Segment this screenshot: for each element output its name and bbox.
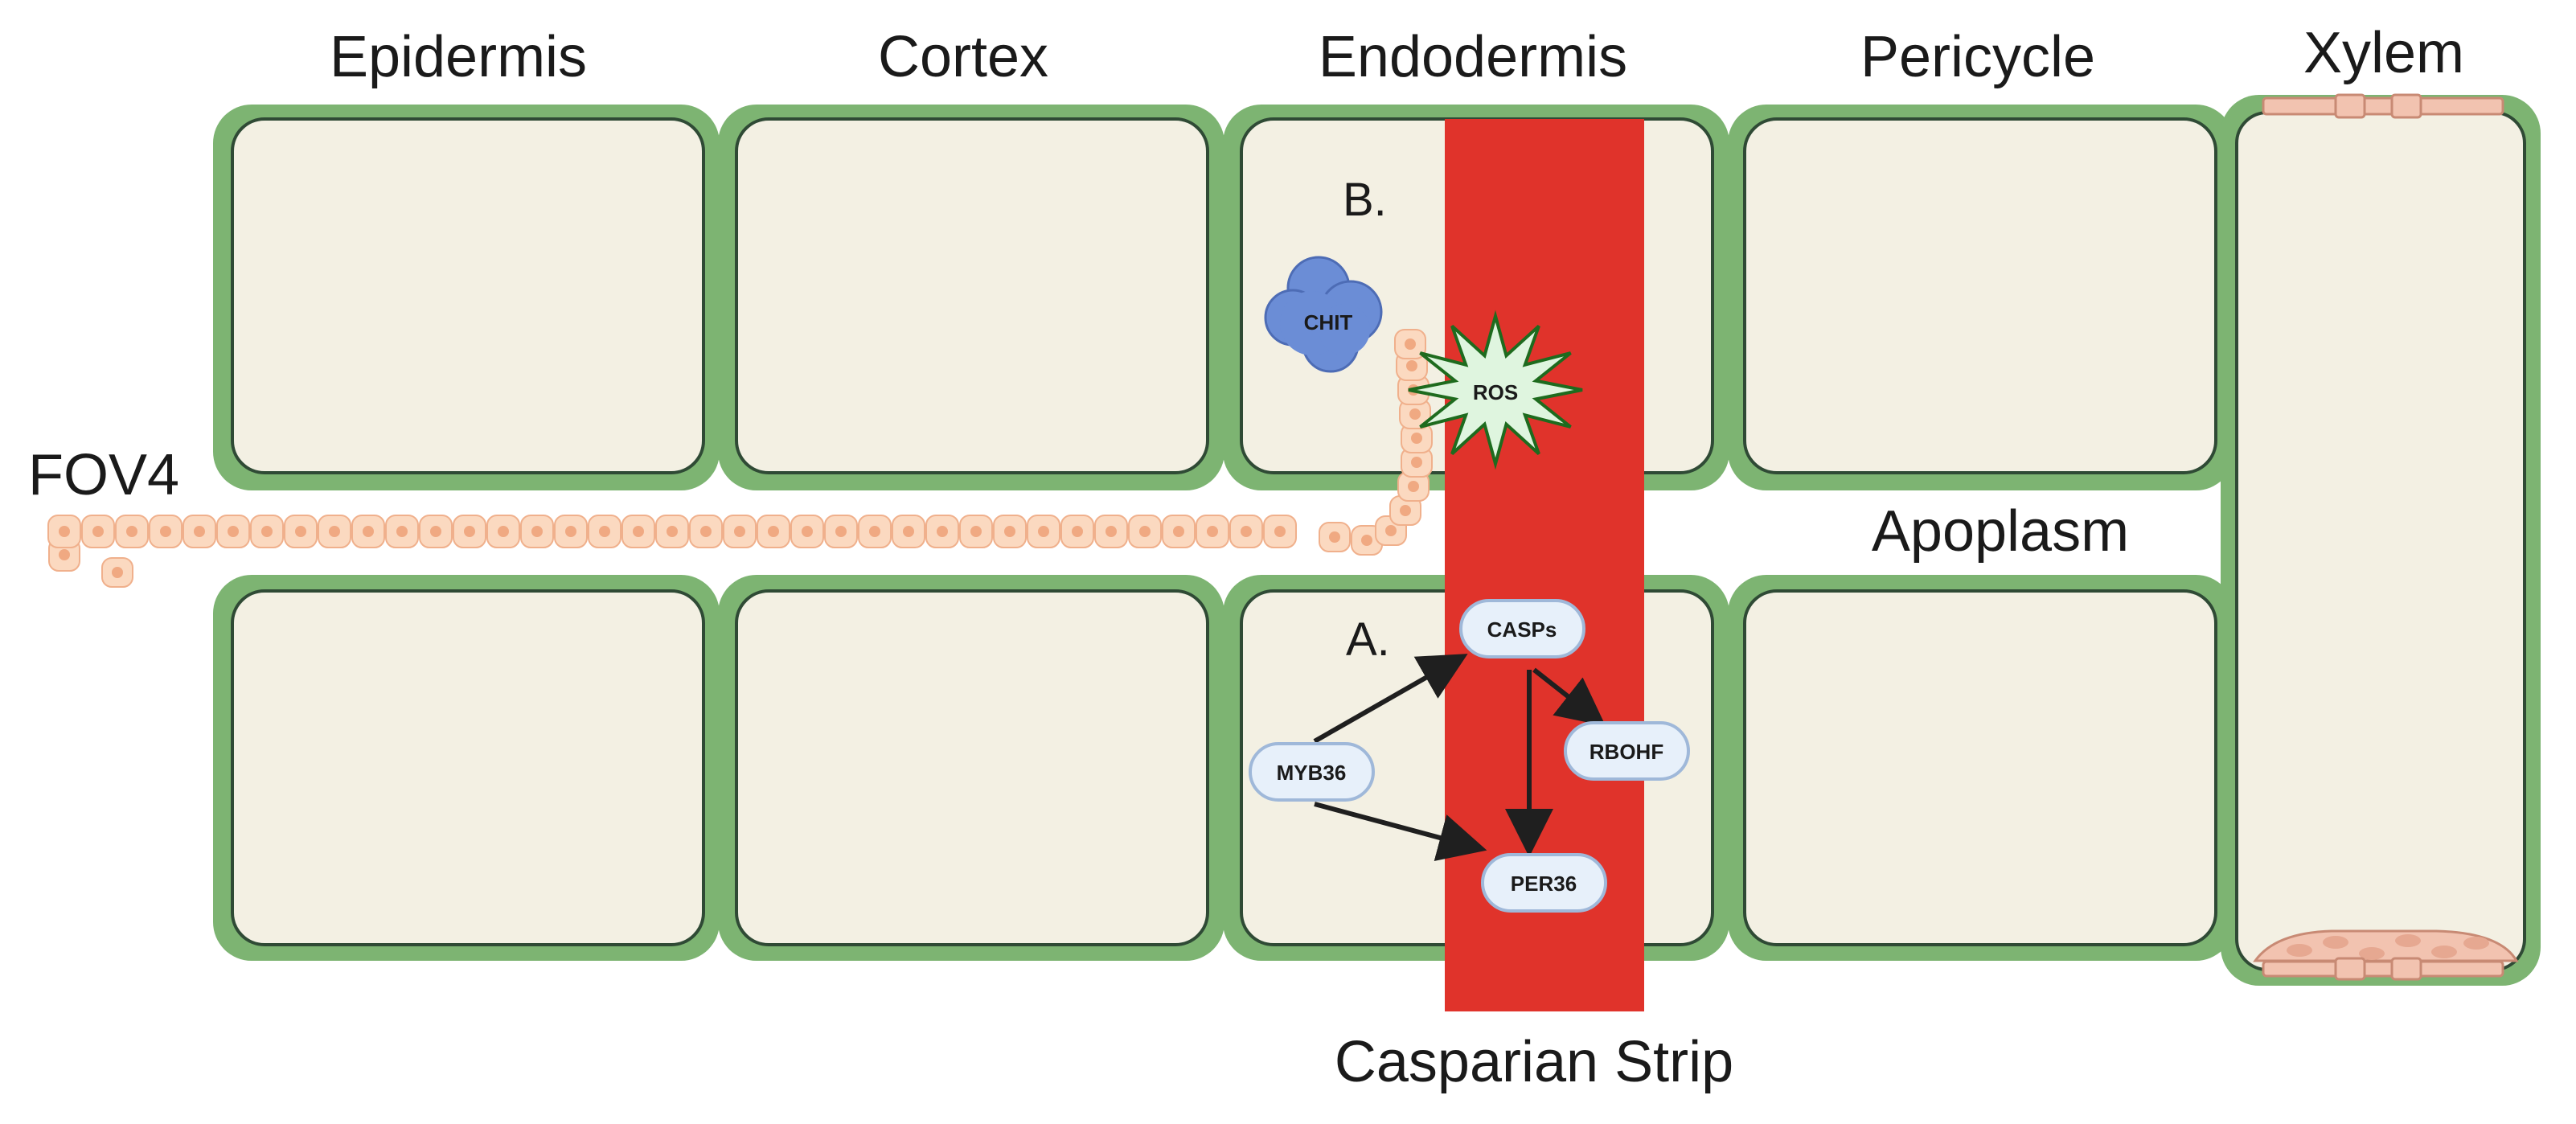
hypha-nucleus <box>1173 526 1184 537</box>
hypha-nucleus <box>1385 525 1397 536</box>
hypha-nucleus <box>937 526 948 537</box>
regulation-arrows <box>1313 654 1606 862</box>
xylem-bottom-plate <box>2253 929 2519 981</box>
cell-cortex-bottom <box>718 575 1224 961</box>
endodermis-label: Endodermis <box>1319 25 1627 89</box>
rbohf-label: RBOHF <box>1589 740 1663 764</box>
arrow-myb36-to-per36 <box>1314 802 1487 862</box>
hypha-nucleus <box>802 526 813 537</box>
hypha-nucleus <box>396 526 408 537</box>
hypha-nucleus <box>1105 526 1117 537</box>
marker-b: B. <box>1343 174 1387 226</box>
ros-label: ROS <box>1473 380 1518 404</box>
hypha-nucleus <box>160 526 171 537</box>
hypha-nucleus <box>1409 408 1421 420</box>
hypha-nucleus <box>1241 526 1252 537</box>
arrow-casps-to-rbohf <box>1532 667 1606 727</box>
hypha-nucleus <box>1408 481 1419 492</box>
hypha-nucleus <box>1411 433 1422 444</box>
xylem-vessel <box>2221 93 2541 986</box>
cell-pericycle-bottom <box>1728 575 2234 961</box>
hypha-nucleus <box>1274 526 1286 537</box>
hypha-nucleus <box>700 526 712 537</box>
hypha-nucleus <box>1004 526 1015 537</box>
chit-label: CHIT <box>1304 310 1353 334</box>
myb36-node: MYB36 <box>1249 742 1375 802</box>
hypha-nucleus <box>1411 457 1422 468</box>
hypha-nucleus <box>464 526 475 537</box>
apoplasm-label: Apoplasm <box>1872 499 2129 564</box>
hypha-nucleus <box>92 526 104 537</box>
hypha-nucleus <box>194 526 205 537</box>
hypha-nucleus <box>295 526 306 537</box>
hypha-nucleus <box>1400 505 1411 516</box>
hypha-nucleus <box>228 526 239 537</box>
myb36-label: MYB36 <box>1277 761 1347 785</box>
per36-label: PER36 <box>1511 872 1577 896</box>
hypha-nucleus <box>531 526 543 537</box>
chit-enzyme-blob: CHIT <box>1264 256 1383 373</box>
hypha-nucleus <box>1139 526 1151 537</box>
casparian-strip-label: Casparian Strip <box>1335 1030 1733 1094</box>
hypha-nucleus <box>329 526 340 537</box>
cell-cortex-top <box>718 105 1224 490</box>
hypha-nucleus <box>970 526 982 537</box>
hypha-nucleus <box>498 526 509 537</box>
hypha-nucleus <box>667 526 678 537</box>
hypha-nucleus <box>633 526 644 537</box>
cell-epidermis-bottom <box>213 575 720 961</box>
casps-label: CASPs <box>1487 617 1557 642</box>
hypha-nucleus <box>1406 360 1417 371</box>
cell-pericycle-top <box>1728 105 2234 490</box>
hypha-nucleus <box>1038 526 1049 537</box>
hypha-nucleus <box>1207 526 1218 537</box>
ros-burst: ROS <box>1408 310 1583 470</box>
hypha-nucleus <box>59 526 70 537</box>
hypha-nucleus <box>126 526 137 537</box>
hypha-nucleus <box>261 526 273 537</box>
fov4-hypha <box>47 329 1433 588</box>
hypha-nucleus <box>565 526 576 537</box>
hypha-nucleus <box>59 549 70 560</box>
hypha-nucleus <box>1361 535 1372 546</box>
xylem-top-plate <box>2262 93 2504 119</box>
per36-node: PER36 <box>1481 853 1607 913</box>
hypha-nucleus <box>363 526 374 537</box>
hypha-nucleus <box>430 526 441 537</box>
hypha-nucleus <box>1329 531 1340 543</box>
hypha-nucleus <box>599 526 610 537</box>
hypha-nucleus <box>903 526 914 537</box>
hypha-nucleus <box>1072 526 1083 537</box>
hypha-nucleus <box>1405 338 1416 350</box>
pericycle-label: Pericycle <box>1860 25 2095 89</box>
marker-a: A. <box>1346 613 1390 666</box>
cortex-label: Cortex <box>878 25 1048 89</box>
cell-epidermis-top <box>213 105 720 490</box>
epidermis-label: Epidermis <box>330 25 587 89</box>
fov4-label: FOV4 <box>28 443 179 507</box>
hypha-nucleus <box>835 526 847 537</box>
casps-node: CASPs <box>1459 599 1585 658</box>
arrow-myb36-to-casps <box>1313 654 1468 744</box>
xylem-label: Xylem <box>2303 21 2464 85</box>
hypha-nucleus <box>112 567 123 578</box>
hypha-nucleus <box>768 526 779 537</box>
hypha-nucleus <box>734 526 745 537</box>
rbohf-node: RBOHF <box>1564 721 1690 781</box>
hypha-nucleus <box>869 526 880 537</box>
